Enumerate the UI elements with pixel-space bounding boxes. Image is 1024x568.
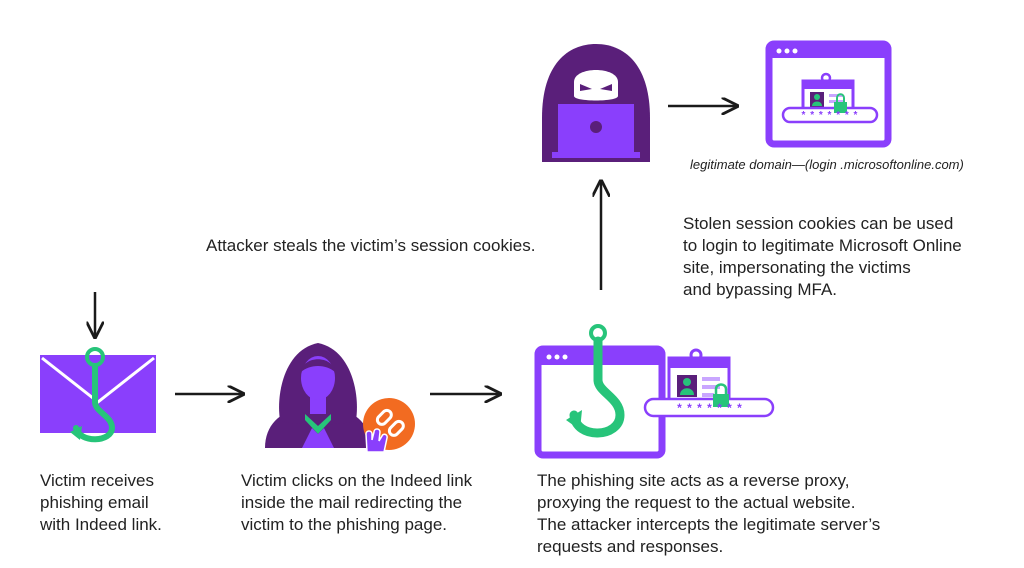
legit-domain-caption: legitimate domain—(login .microsoftonlin…: [690, 157, 964, 172]
step1-caption-line: Victim receives: [40, 471, 154, 490]
step3-caption: The phishing site acts as a reverse prox…: [537, 470, 880, 558]
step1-caption-line: with Indeed link.: [40, 515, 162, 534]
cookies-caption-line: site, impersonating the victims: [683, 258, 911, 277]
step2-caption-line: Victim clicks on the Indeed link: [241, 471, 473, 490]
step3-caption-line: The attacker intercepts the legitimate s…: [537, 515, 881, 534]
step3-caption-line: proxying the request to the actual websi…: [537, 493, 856, 512]
step1-caption: Victim receives phishing email with Inde…: [40, 470, 162, 536]
cookies-caption-line: Stolen session cookies can be used: [683, 214, 954, 233]
cookies-caption: Stolen session cookies can be used to lo…: [683, 213, 962, 301]
cookies-caption-line: and bypassing MFA.: [683, 280, 838, 299]
step2-caption-line: victim to the phishing page.: [241, 515, 448, 534]
step2-caption: Victim clicks on the Indeed link inside …: [241, 470, 472, 536]
legit-password-mask: * * * * * * *: [801, 110, 859, 121]
phishing-password-mask: * * * * * * *: [677, 401, 743, 415]
cookies-caption-line: to login to legitimate Microsoft Online: [683, 236, 962, 255]
attacker-caption: Attacker steals the victim’s session coo…: [206, 236, 536, 255]
step3-caption-line: requests and responses.: [537, 537, 724, 556]
step2-caption-line: inside the mail redirecting the: [241, 493, 463, 512]
step3-caption-line: The phishing site acts as a reverse prox…: [537, 471, 850, 490]
step1-caption-line: phishing email: [40, 493, 149, 512]
